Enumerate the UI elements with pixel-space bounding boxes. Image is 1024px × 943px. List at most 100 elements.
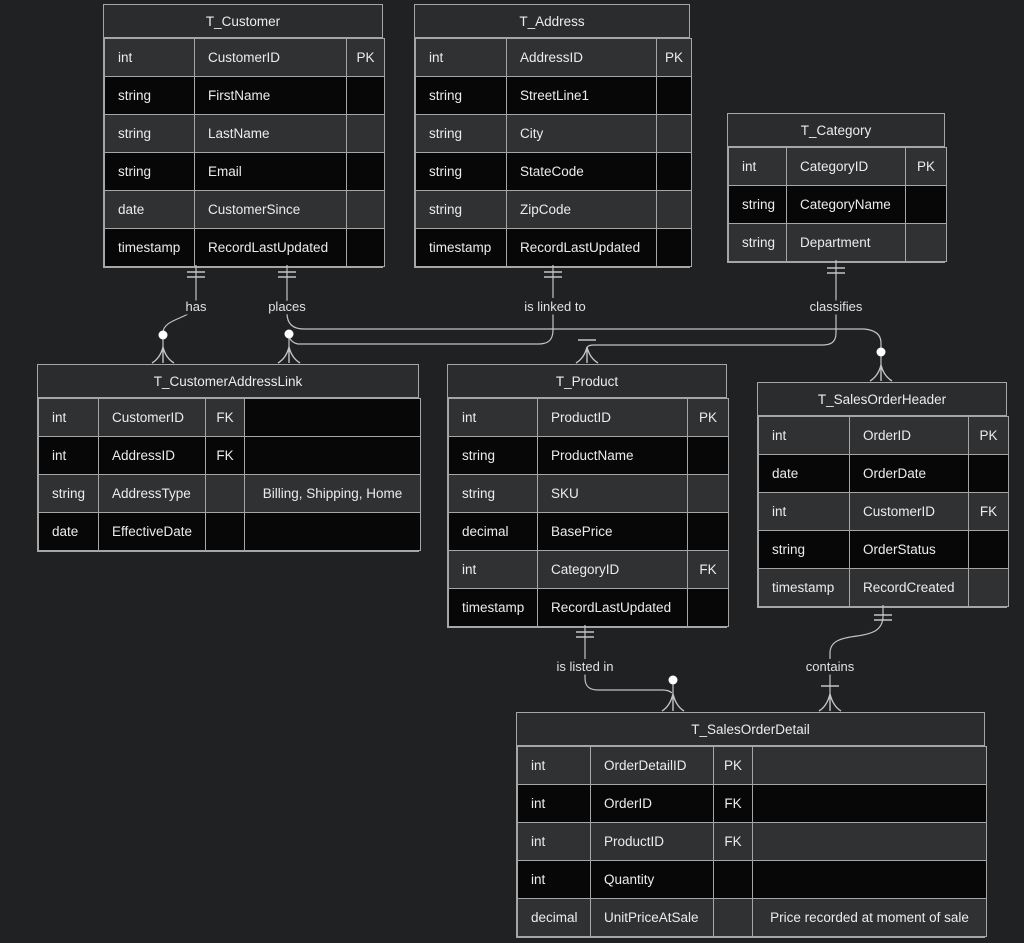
- attribute-type-cell: int: [448, 550, 538, 589]
- attribute-type-cell: string: [104, 152, 195, 191]
- relationship-classifies: classifies: [575, 260, 866, 364]
- attribute-key-cell: [205, 474, 245, 513]
- attribute-key-cell: [687, 588, 729, 627]
- attribute-key-cell: [687, 474, 729, 513]
- attribute-type-cell: string: [38, 474, 99, 513]
- attribute-type-cell: string: [104, 114, 195, 153]
- relationship-line: [162, 265, 197, 347]
- attribute-key-cell: [905, 223, 947, 262]
- attribute-key-cell: [687, 436, 729, 475]
- relationship-line: [286, 265, 882, 365]
- exactly-one-marker: [544, 271, 562, 278]
- attribute-type-cell: date: [38, 512, 99, 551]
- attribute-key-cell: [656, 152, 692, 191]
- attribute-key-cell: [968, 530, 1009, 569]
- attribute-name-cell: FirstName: [194, 76, 347, 115]
- attribute-name-cell: City: [506, 114, 657, 153]
- entity-title: T_SalesOrderHeader: [758, 383, 1006, 416]
- attribute-name-cell: CustomerID: [849, 492, 969, 531]
- relationship-label: contains: [806, 659, 855, 674]
- attribute-key-cell: [346, 114, 385, 153]
- attribute-comment-cell: [752, 746, 987, 785]
- attribute-type-cell: timestamp: [758, 568, 850, 607]
- exactly-one-marker: [576, 631, 594, 638]
- attribute-type-cell: decimal: [448, 512, 538, 551]
- attribute-comment-cell: [752, 860, 987, 899]
- attribute-type-cell: string: [415, 114, 507, 153]
- attribute-type-cell: int: [38, 436, 99, 475]
- attribute-key-cell: FK: [687, 550, 729, 589]
- entity-title: T_Address: [415, 5, 689, 38]
- attribute-name-cell: Department: [786, 223, 906, 262]
- zero-or-more-circle-marker: [668, 675, 678, 685]
- attribute-key-cell: FK: [968, 492, 1009, 531]
- attribute-comment-cell: [244, 512, 421, 551]
- exactly-one-marker: [874, 614, 892, 621]
- relationship-is-listed-in: is listed in: [553, 625, 685, 712]
- attribute-type-cell: timestamp: [415, 228, 507, 267]
- attribute-name-cell: ProductID: [537, 398, 688, 437]
- attribute-name-cell: AddressType: [98, 474, 206, 513]
- attribute-key-cell: [968, 454, 1009, 493]
- attribute-type-cell: int: [104, 38, 195, 77]
- attribute-name-cell: CategoryID: [786, 147, 906, 186]
- attribute-name-cell: RecordLastUpdated: [194, 228, 347, 267]
- attribute-type-cell: int: [517, 784, 591, 823]
- attribute-name-cell: CategoryName: [786, 185, 906, 224]
- attribute-key-cell: PK: [346, 38, 385, 77]
- attribute-type-cell: int: [517, 822, 591, 861]
- attribute-type-cell: timestamp: [448, 588, 538, 627]
- crowfoot-many-marker: [818, 693, 842, 712]
- attribute-key-cell: PK: [687, 398, 729, 437]
- attribute-key-cell: [656, 114, 692, 153]
- attribute-key-cell: PK: [968, 416, 1009, 455]
- attribute-name-cell: BasePrice: [537, 512, 688, 551]
- attribute-comment-cell: [244, 398, 421, 437]
- relationship-line: [829, 605, 884, 694]
- attribute-type-cell: int: [448, 398, 538, 437]
- attribute-name-cell: CustomerID: [98, 398, 206, 437]
- attribute-key-cell: PK: [713, 746, 753, 785]
- attribute-comment-cell: [244, 436, 421, 475]
- crowfoot-many-marker: [151, 346, 175, 364]
- attribute-name-cell: UnitPriceAtSale: [590, 898, 714, 937]
- attribute-key-cell: [713, 898, 753, 937]
- attribute-type-cell: string: [728, 223, 787, 262]
- attribute-name-cell: AddressID: [506, 38, 657, 77]
- attribute-key-cell: [687, 512, 729, 551]
- zero-or-more-circle-marker: [158, 330, 168, 340]
- attribute-type-cell: int: [517, 746, 591, 785]
- exactly-one-marker: [827, 267, 845, 274]
- attribute-type-cell: date: [104, 190, 195, 229]
- attribute-type-cell: int: [758, 416, 850, 455]
- relationship-label: places: [268, 299, 306, 314]
- attribute-type-cell: string: [758, 530, 850, 569]
